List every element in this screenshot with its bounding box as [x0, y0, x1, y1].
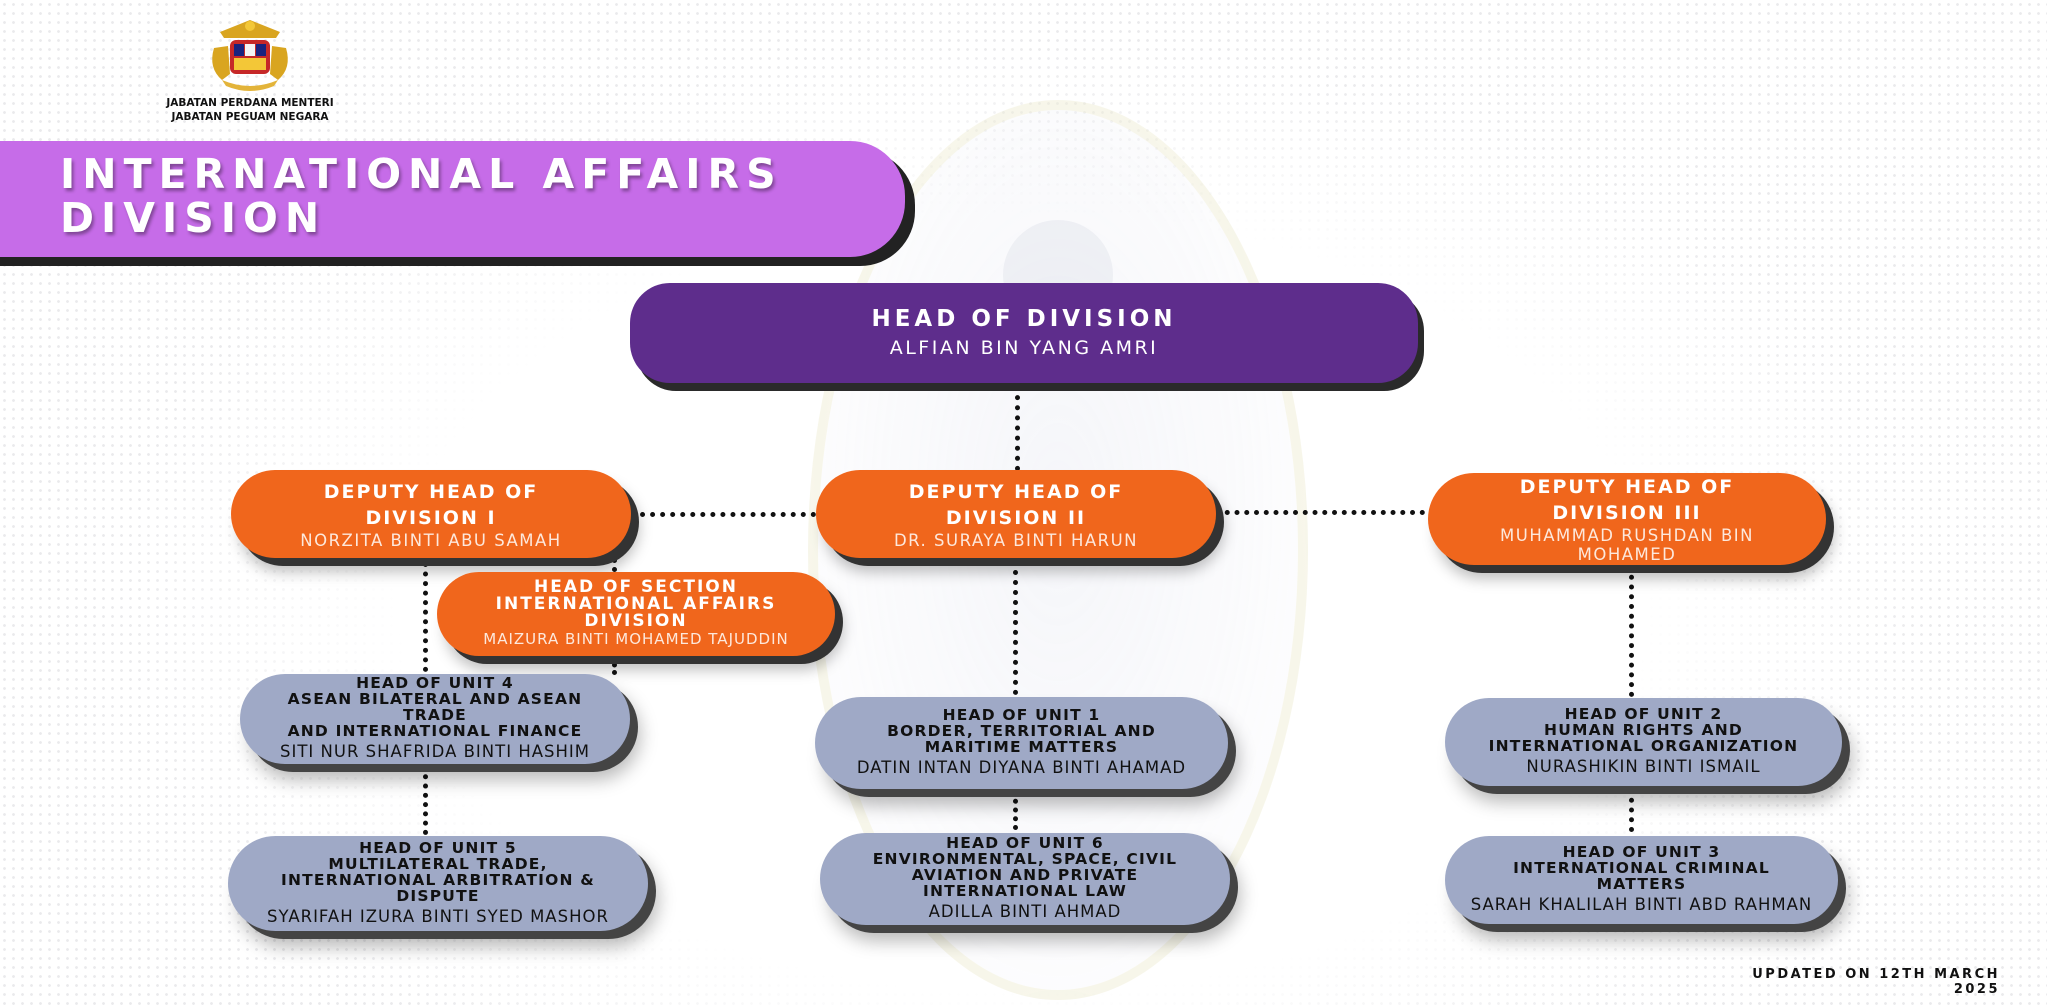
- deputy-head-1-title-line-2: DIVISION I: [365, 506, 497, 529]
- unit-5-title-line-4: DISPUTE: [396, 886, 480, 905]
- deputy-head-3-title-line-1: DEPUTY HEAD OF: [1519, 476, 1735, 498]
- page-title: INTERNATIONAL AFFAIRS DIVISION: [60, 152, 880, 240]
- unit-1-title-line-1: HEAD OF UNIT 1: [942, 706, 1101, 724]
- page-title-line-2: DIVISION: [60, 194, 327, 242]
- head-of-division-box: HEAD OF DIVISION ALFIAN BIN YANG AMRI: [630, 283, 1418, 383]
- deputy-head-2-name: DR. SURAYA BINTI HARUN: [893, 530, 1139, 550]
- head-of-section-title-line-3: DIVISION: [584, 611, 688, 631]
- title-banner: [0, 141, 905, 257]
- unit-3-title-line-1: HEAD OF UNIT 3: [1562, 843, 1721, 861]
- unit-4-title-line-3: AND INTERNATIONAL FINANCE: [287, 722, 583, 740]
- unit-4-name: SITI NUR SHAFRIDA BINTI HASHIM: [280, 742, 590, 761]
- unit-6-title-line-2: ENVIRONMENTAL, SPACE, CIVIL: [872, 850, 1178, 868]
- head-of-section-box: HEAD OF SECTION INTERNATIONAL AFFAIRS DI…: [437, 572, 835, 656]
- connector-deputy1-to-deputy2: [630, 512, 816, 517]
- unit-6-title-line-1: HEAD OF UNIT 6: [946, 834, 1104, 852]
- unit-6-box: HEAD OF UNIT 6 ENVIRONMENTAL, SPACE, CIV…: [820, 833, 1230, 925]
- deputy-head-2-title-line-2: DIVISION II: [945, 506, 1087, 529]
- unit-1-title-line-2: BORDER, TERRITORIAL AND: [887, 722, 1156, 740]
- connector-deputy1-to-section: [612, 558, 617, 572]
- deputy-head-2-box: DEPUTY HEAD OF DIVISION II DR. SURAYA BI…: [816, 470, 1216, 558]
- head-of-section-title-line-2: INTERNATIONAL AFFAIRS: [495, 594, 777, 614]
- head-of-section-name: MAIZURA BINTI MOHAMED TAJUDDIN: [483, 630, 789, 648]
- unit-2-name: NURASHIKIN BINTI ISMAIL: [1526, 757, 1761, 776]
- deputy-head-1-name: NORZITA BINTI ABU SAMAH: [300, 530, 562, 550]
- unit-5-name: SYARIFAH IZURA BINTI SYED MASHOR: [267, 906, 609, 926]
- unit-4-title-line-2: ASEAN BILATERAL AND ASEAN TRADE: [287, 690, 583, 724]
- unit-3-name: SARAH KHALILAH BINTI ABD RAHMAN: [1470, 895, 1813, 914]
- unit-4-box: HEAD OF UNIT 4 ASEAN BILATERAL AND ASEAN…: [240, 674, 630, 764]
- unit-3-title-line-2: INTERNATIONAL CRIMINAL: [1513, 859, 1770, 877]
- connector-section-to-unit4: [612, 655, 617, 675]
- unit-6-title-line-4: INTERNATIONAL LAW: [922, 882, 1128, 900]
- updated-date: UPDATED ON 12TH MARCH 2025: [1752, 967, 2000, 997]
- coat-of-arms-logo: [212, 20, 288, 91]
- connector-deputy1-to-unit4: [423, 562, 428, 672]
- deputy-head-1-title-line-1: DEPUTY HEAD OF: [323, 480, 539, 503]
- unit-6-title-line-3: AVIATION AND PRIVATE: [911, 866, 1139, 884]
- unit-2-box: HEAD OF UNIT 2 HUMAN RIGHTS AND INTERNAT…: [1445, 698, 1842, 786]
- unit-1-title-line-3: MARITIME MATTERS: [924, 738, 1119, 756]
- connector-head-to-deputy2: [1015, 385, 1020, 471]
- unit-5-title-line-2: MULTILATERAL TRADE,: [328, 854, 548, 873]
- agency-line-1: JABATAN PERDANA MENTERI: [166, 97, 334, 109]
- unit-5-title-line-1: HEAD OF UNIT 5: [359, 838, 517, 857]
- deputy-head-3-box: DEPUTY HEAD OF DIVISION III MUHAMMAD RUS…: [1428, 473, 1826, 565]
- unit-2-title-line-1: HEAD OF UNIT 2: [1564, 705, 1723, 723]
- deputy-head-3-title-line-2: DIVISION III: [1552, 502, 1702, 524]
- unit-6-name: ADILLA BINTI AHMAD: [928, 902, 1122, 921]
- head-of-division-title: HEAD OF DIVISION: [871, 306, 1177, 332]
- agency-name: JABATAN PERDANA MENTERI JABATAN PEGUAM N…: [130, 96, 370, 124]
- deputy-head-2-title-line-1: DEPUTY HEAD OF: [908, 480, 1124, 503]
- unit-1-name: DATIN INTAN DIYANA BINTI AHAMAD: [856, 758, 1187, 777]
- head-of-division-name: ALFIAN BIN YANG AMRI: [889, 337, 1159, 359]
- unit-5-title-line-3: INTERNATIONAL ARBITRATION &: [281, 870, 595, 889]
- unit-3-title-line-3: MATTERS: [1596, 875, 1687, 893]
- page-title-line-1: INTERNATIONAL AFFAIRS: [60, 150, 783, 198]
- unit-4-title-line-1: HEAD OF UNIT 4: [356, 674, 514, 692]
- connector-deputy3-to-unit2: [1629, 565, 1634, 697]
- connector-unit1-to-unit6: [1013, 790, 1018, 830]
- unit-2-title-line-2: HUMAN RIGHTS AND: [1544, 721, 1743, 739]
- head-of-section-title-line-1: HEAD OF SECTION: [534, 577, 738, 597]
- deputy-head-1-box: DEPUTY HEAD OF DIVISION I NORZITA BINTI …: [231, 470, 631, 558]
- agency-line-2: JABATAN PEGUAM NEGARA: [171, 111, 329, 123]
- connector-unit2-to-unit3: [1629, 788, 1634, 832]
- deputy-head-3-name-line-2: MOHAMED: [1577, 545, 1677, 564]
- unit-3-box: HEAD OF UNIT 3 INTERNATIONAL CRIMINAL MA…: [1445, 836, 1838, 924]
- unit-5-box: HEAD OF UNIT 5 MULTILATERAL TRADE, INTER…: [228, 836, 648, 931]
- connector-unit4-to-unit5: [423, 765, 428, 835]
- deputy-head-3-name-line-1: MUHAMMAD RUSHDAN BIN: [1500, 526, 1754, 545]
- connector-deputy2-to-unit1: [1013, 560, 1018, 695]
- connector-deputy2-to-deputy3: [1215, 510, 1425, 515]
- unit-1-box: HEAD OF UNIT 1 BORDER, TERRITORIAL AND M…: [815, 697, 1228, 789]
- unit-2-title-line-3: INTERNATIONAL ORGANIZATION: [1488, 737, 1799, 755]
